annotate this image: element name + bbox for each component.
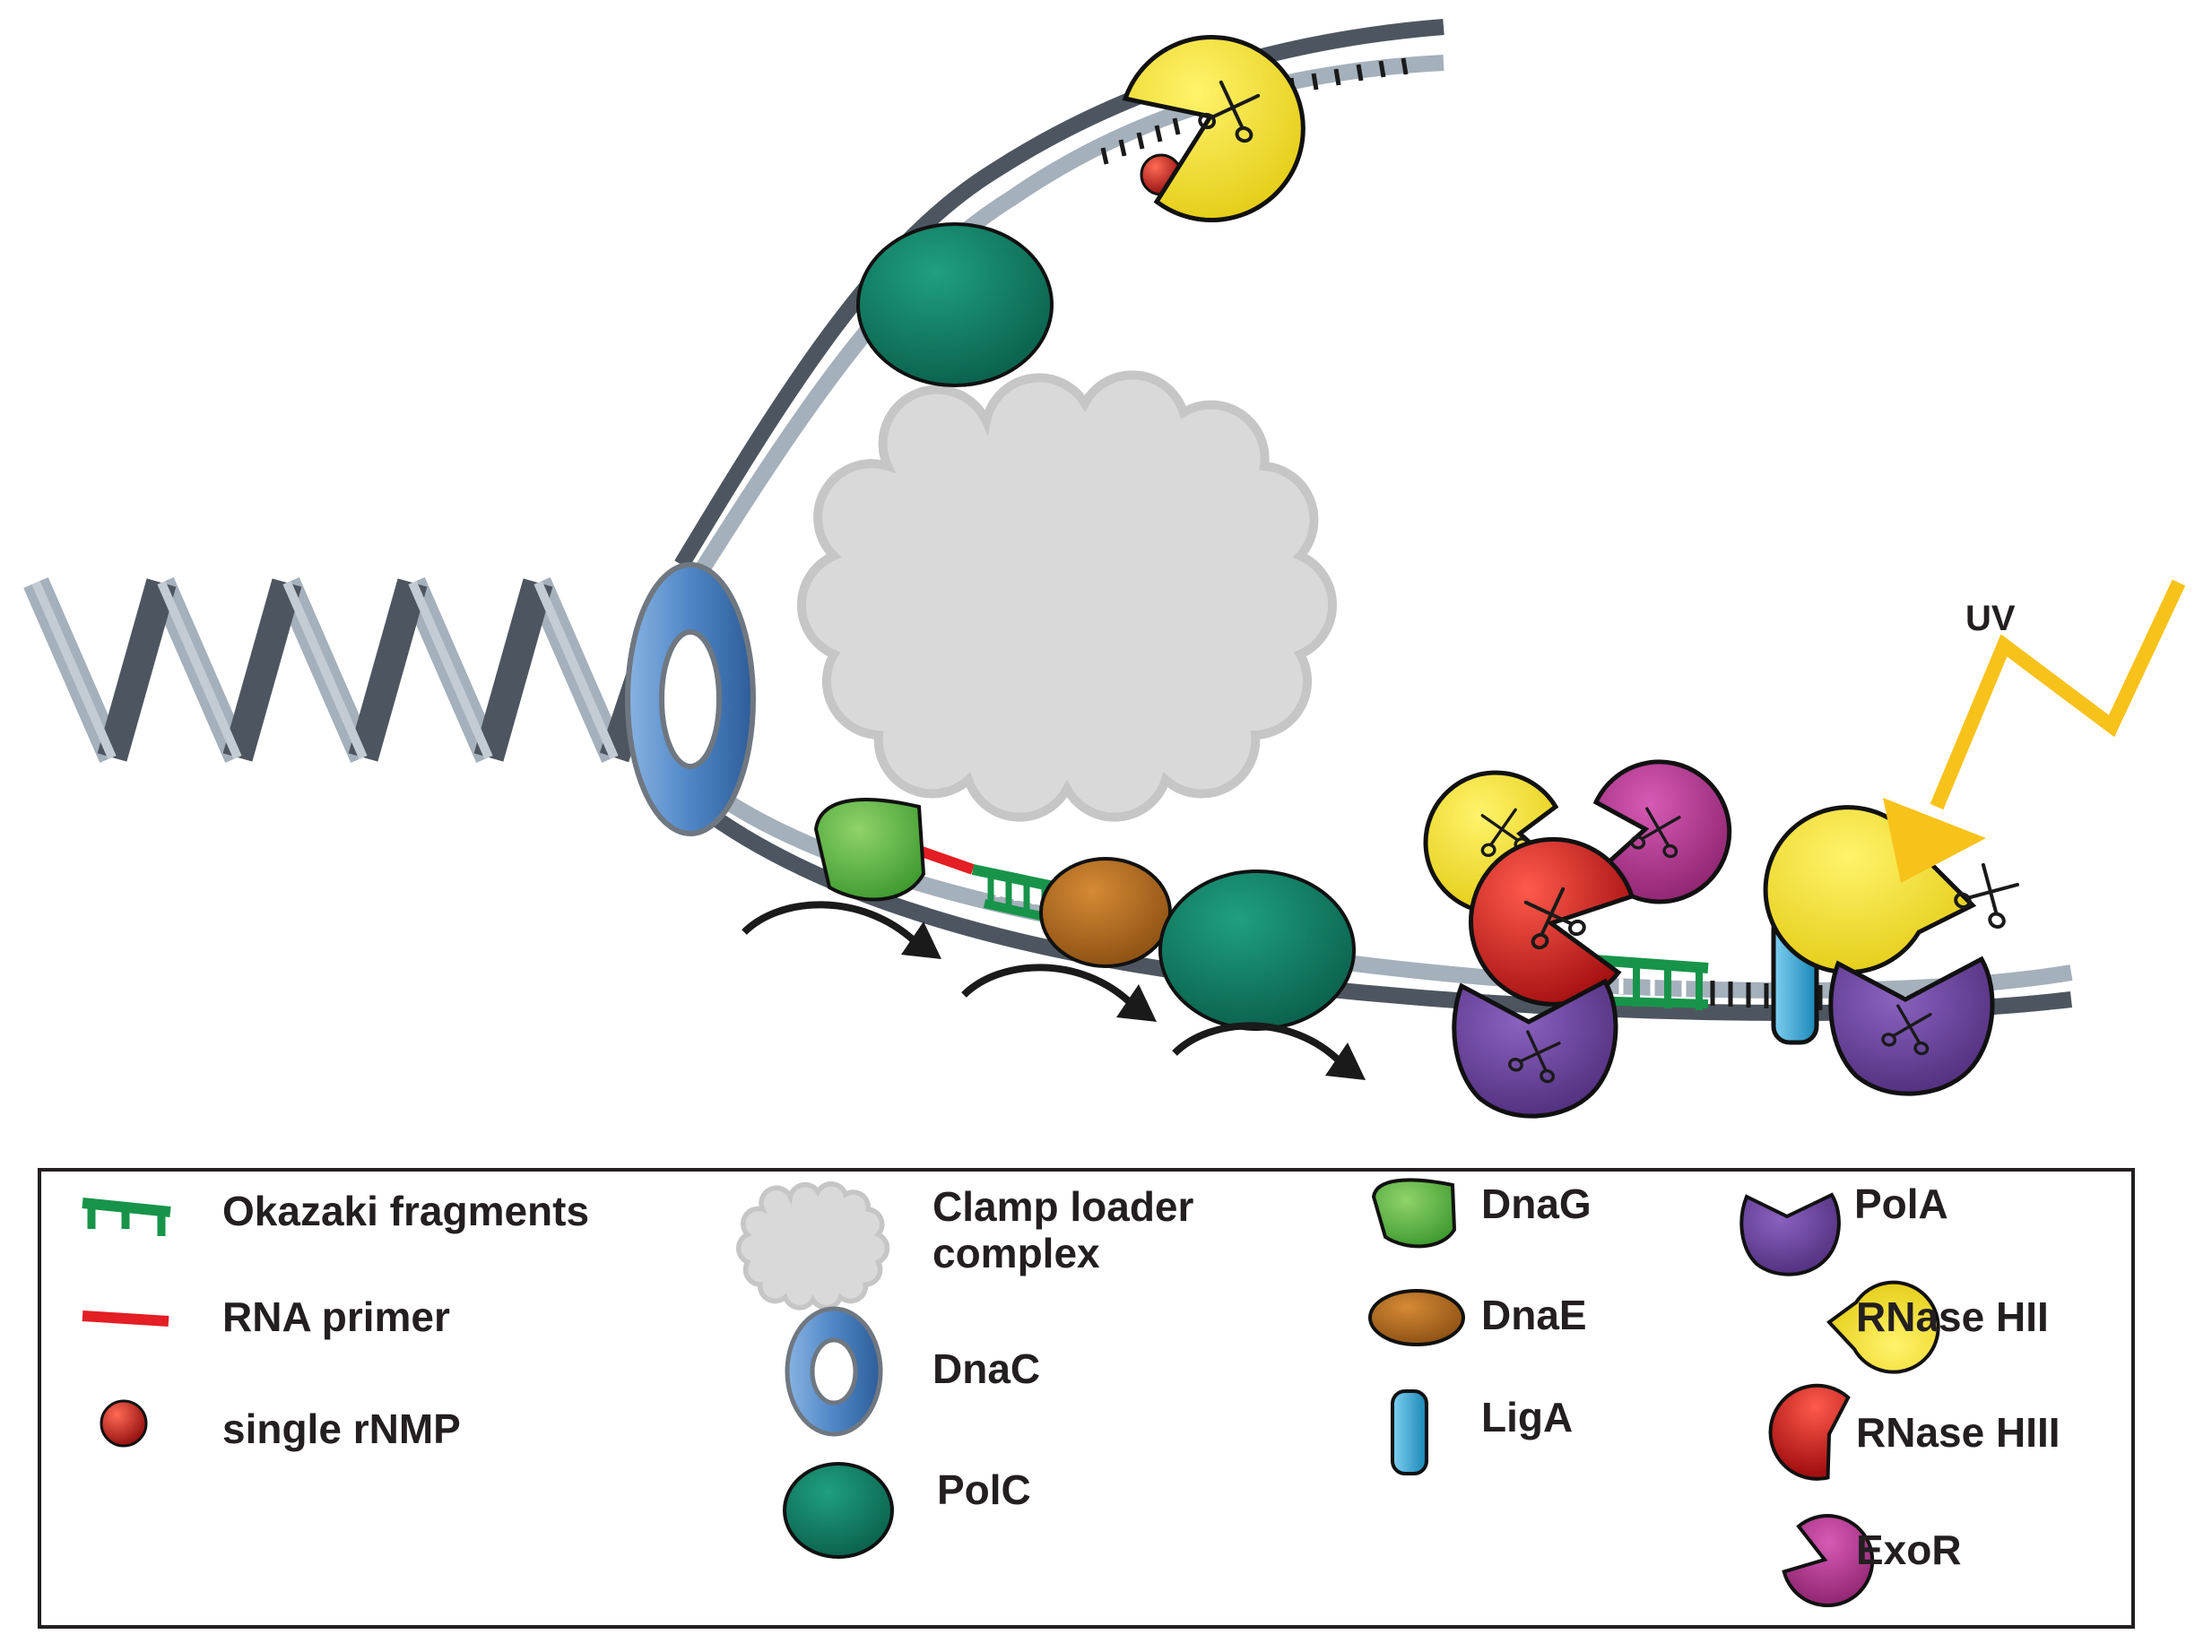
legend-rnase-hii-label: RNase HII xyxy=(1856,1293,2049,1340)
legend-rna-primer-icon xyxy=(82,1310,169,1327)
uv-label: UV xyxy=(1965,599,2016,638)
legend-liga-label: LigA xyxy=(1481,1394,1573,1440)
legend-polc-icon xyxy=(783,1462,894,1559)
legend-dnac-icon xyxy=(785,1306,883,1437)
exor-lagging xyxy=(1592,759,1732,904)
legend-polc-label: PolC xyxy=(937,1466,1031,1513)
legend-dnae-icon xyxy=(1368,1289,1465,1346)
legend-single-rnmp-label: single rNMP xyxy=(222,1405,461,1452)
legend-rnase-hiii-icon xyxy=(1768,1383,1851,1481)
legend-dnac-label: DnaC xyxy=(933,1345,1040,1392)
legend-okazaki-icon xyxy=(82,1198,171,1236)
legend-clamp-loader-icon xyxy=(735,1181,890,1310)
parental-dna-helix xyxy=(23,577,661,763)
uv-arrow xyxy=(1883,579,2186,883)
rnase-hii-leading xyxy=(1122,35,1306,222)
pola-uv xyxy=(1828,956,1995,1096)
rotation-arrows xyxy=(742,901,1343,1065)
dnag-primase xyxy=(813,798,926,902)
polc-lagging xyxy=(1158,869,1356,1031)
legend-clamp-loader-label-1: Clamp loader xyxy=(933,1183,1194,1230)
legend-rnase-hii-icon xyxy=(1826,1280,1940,1374)
legend-exor-label: ExoR xyxy=(1856,1527,1962,1573)
legend-dnae-label: DnaE xyxy=(1481,1292,1587,1338)
pola-lagging xyxy=(1452,978,1618,1119)
dnac-helicase-ring xyxy=(625,562,756,836)
rotation-arrowheads xyxy=(901,921,1366,1080)
legend-rna-primer-label: RNA primer xyxy=(222,1293,450,1340)
legend-liga-icon xyxy=(1391,1389,1428,1475)
legend: Okazaki fragments RNA primer single rNMP… xyxy=(38,1168,2135,1629)
legend-exor-icon xyxy=(1782,1514,1875,1608)
legend-okazaki-label: Okazaki fragments xyxy=(222,1188,589,1234)
rnase-hiii-lagging xyxy=(1468,836,1635,1007)
clamp-loader-complex xyxy=(796,370,1338,822)
polc-leading xyxy=(856,222,1054,387)
legend-single-rnmp-icon xyxy=(100,1399,148,1448)
dnae-polymerase xyxy=(1039,857,1172,968)
legend-pola-icon xyxy=(1739,1192,1841,1276)
legend-rnase-hiii-label: RNase HIII xyxy=(1856,1409,2060,1456)
legend-dnag-icon xyxy=(1371,1178,1457,1249)
rnase-hii-uv xyxy=(1763,805,2025,975)
legend-clamp-loader-label-2: complex xyxy=(933,1230,1100,1276)
legend-dnag-label: DnaG xyxy=(1481,1181,1592,1227)
legend-pola-label: PolA xyxy=(1854,1181,1948,1227)
